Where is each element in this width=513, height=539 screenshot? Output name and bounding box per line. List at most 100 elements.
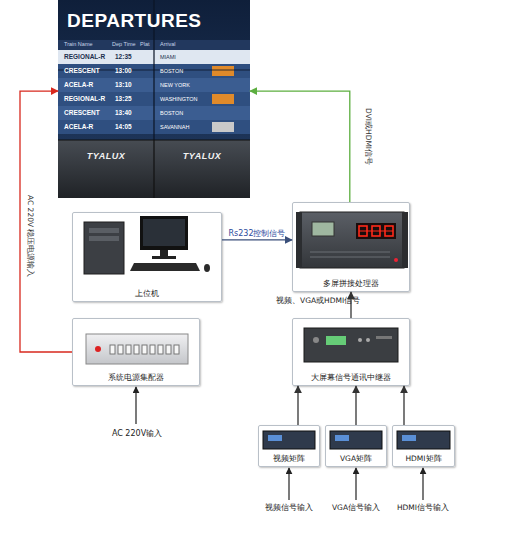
keyboard: [130, 263, 200, 271]
connector: [250, 91, 350, 202]
input-label: HDMI信号输入: [397, 504, 449, 512]
edge-label: Rs232控制信号: [229, 230, 286, 238]
switch: [134, 345, 139, 354]
rack-ear: [296, 212, 302, 268]
table-cell: BOSTON: [160, 111, 183, 117]
table-header: Plat: [140, 42, 149, 48]
node-text: 视频矩阵: [259, 455, 319, 463]
matrix-screen: [268, 435, 282, 441]
vent-line: [310, 257, 390, 258]
switch: [126, 345, 131, 354]
switch: [158, 345, 163, 354]
table-cell: NEW YORK: [160, 83, 190, 89]
matrix-chassis: [263, 431, 315, 449]
table-cell: 12:35: [115, 54, 132, 61]
drive-bay: [89, 236, 119, 241]
monitor-base: [152, 256, 176, 259]
monitor-stand: [160, 250, 168, 256]
table-header: Arrival: [160, 42, 176, 48]
relay-knob: [313, 337, 319, 343]
brand-logo: TYALUX: [183, 152, 221, 161]
matrix-box: 视频矩阵: [258, 425, 320, 467]
table-cell: MIAMI: [160, 55, 176, 61]
switch: [174, 345, 179, 354]
host-computer-box: 上位机: [72, 212, 222, 302]
matrix-box: HDMI矩阵: [392, 425, 455, 467]
brand-logo: TYALUX: [87, 152, 125, 161]
switch: [166, 345, 171, 354]
mouse: [204, 264, 210, 272]
monitor: [140, 216, 188, 250]
table-cell: CRESCENT: [64, 68, 100, 75]
node-text: DEPARTURES: [67, 11, 202, 30]
connector: [222, 239, 292, 240]
table-cell: WASHINGTON: [160, 97, 198, 103]
table-cell: 13:10: [115, 82, 132, 89]
connector: [355, 386, 356, 425]
relay-display: [326, 336, 346, 345]
table-cell: ACELA-R: [64, 82, 93, 89]
node-text: VGA矩阵: [326, 455, 386, 463]
table-cell: 13:00: [115, 68, 132, 75]
led-panel: [356, 223, 396, 239]
switch: [118, 345, 123, 354]
table-cell: 13:40: [115, 110, 132, 117]
power-button: [394, 258, 398, 262]
relay-box: 大屏幕信号通讯中继器: [292, 318, 410, 386]
table-cell: 13:25: [115, 96, 132, 103]
table-cell: BOSTON: [160, 69, 183, 75]
matrix-chassis: [330, 431, 382, 449]
power-box: 系统电源集配器: [72, 318, 200, 386]
relay-button: [358, 338, 362, 342]
wall-lower-panel: [58, 140, 250, 198]
connector: [350, 292, 351, 318]
node-text: 大屏幕信号通讯中继器: [293, 374, 409, 382]
relay-chassis: [304, 328, 398, 362]
rack-ear: [402, 212, 408, 268]
table-cell: ACELA-R: [64, 124, 93, 131]
table-cell: CRESCENT: [64, 110, 100, 117]
connector: [20, 91, 72, 352]
input-arrow: [422, 468, 423, 500]
led-segment: [359, 230, 393, 231]
matrix-screen: [402, 435, 416, 441]
edge-label: AC 220V 稳压电源输入: [26, 195, 34, 277]
matrix-screen: [335, 435, 349, 441]
node-text: 上位机: [73, 290, 221, 298]
lcd-panel: [312, 222, 334, 236]
wall-screen: [58, 0, 250, 140]
status-cell: [212, 94, 234, 104]
input-arrow: [135, 387, 136, 424]
relay-button: [366, 338, 370, 342]
switch: [142, 345, 147, 354]
edge-label: 视频、VGA或HDMI信号: [276, 297, 346, 305]
table-cell: 14:05: [115, 124, 132, 131]
connector: [297, 386, 298, 425]
table-cell: REGIONAL-R: [64, 54, 105, 61]
processor-box: 多屏拼接处理器: [292, 202, 410, 292]
drive-bay: [89, 228, 119, 233]
table-header: Train Name: [64, 42, 93, 48]
power-lamp: [95, 346, 101, 352]
input-arrow: [355, 468, 356, 500]
table-header: Dep Time: [112, 42, 136, 48]
power-chassis: [86, 334, 188, 364]
input-label: VGA信号输入: [332, 504, 380, 512]
input-label: 视频信号输入: [265, 504, 313, 512]
switch: [150, 345, 155, 354]
edge-label: DVI或HDMI信号: [364, 108, 372, 165]
connector: [403, 386, 404, 425]
node-text: 多屏拼接处理器: [293, 280, 409, 288]
status-cell: [212, 122, 234, 132]
table-cell: SAVANNAH: [160, 125, 189, 131]
input-arrow: [288, 468, 289, 500]
vent-line: [310, 252, 390, 253]
tile-seam: [153, 140, 154, 198]
status-cell: [212, 66, 234, 76]
monitor-screen: [143, 219, 185, 246]
switch: [110, 345, 115, 354]
tile-seam: [58, 140, 250, 141]
processor-chassis: [300, 212, 404, 268]
input-label: AC 220V输入: [112, 430, 162, 438]
